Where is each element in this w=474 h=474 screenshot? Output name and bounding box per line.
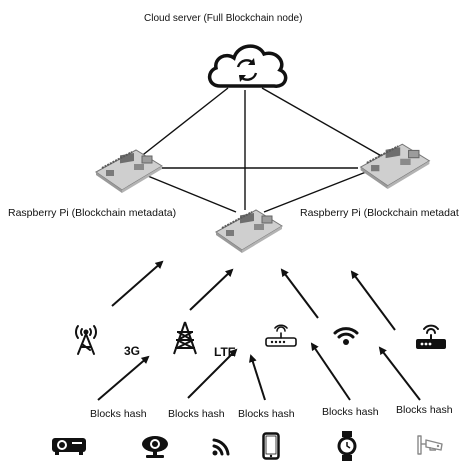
arrow-low-2 [187,348,238,399]
wireless-signal-icon [212,438,230,456]
link-cloud-left-pi [129,87,229,166]
cell-tower-icon [75,325,97,355]
link-right-center-pi [263,171,367,213]
3g-label: 3G [124,344,141,358]
blocks-hash-label: Blocks hash [396,404,453,416]
arrow-low-4 [310,342,351,401]
blocks-hash-label: Blocks hash [322,406,379,418]
arrow-up-3 [280,268,319,319]
projector-icon [52,438,86,455]
raspberry-pi-board-left-icon [95,149,163,193]
arrow-up-1 [111,260,164,307]
modem-icon [416,324,446,349]
link-left-center-pi [137,171,237,213]
router-icon [265,324,297,347]
arrow-low-3 [249,354,266,401]
wifi-icon [333,327,359,345]
lte-label: LTE [214,345,236,359]
raspberry-pi-left-label: Raspberry Pi (Blockchain metadata) [8,207,177,219]
webcam-icon [142,436,168,458]
security-camera-icon [417,435,443,455]
smartphone-icon [262,432,280,460]
raspberry-pi-board-right-icon [359,143,431,189]
arrow-low-1 [97,355,150,401]
cell-tower-icon [173,321,197,355]
raspberry-pi-right-label: Raspberry Pi (Blockchain metadat [300,207,459,219]
smartwatch-icon [337,431,357,461]
cloud-server-label: Cloud server (Full Blockchain node) [144,13,303,24]
arrow-low-5 [378,346,421,401]
arrow-up-4 [350,270,396,331]
arrow-up-2 [189,268,234,311]
blocks-hash-label: Blocks hash [168,408,225,420]
blocks-hash-label: Blocks hash [90,408,147,420]
link-cloud-right-pi [261,87,393,163]
cloud-sync-icon [207,44,288,88]
blocks-hash-label: Blocks hash [238,408,295,420]
raspberry-pi-board-center-icon [215,209,283,253]
